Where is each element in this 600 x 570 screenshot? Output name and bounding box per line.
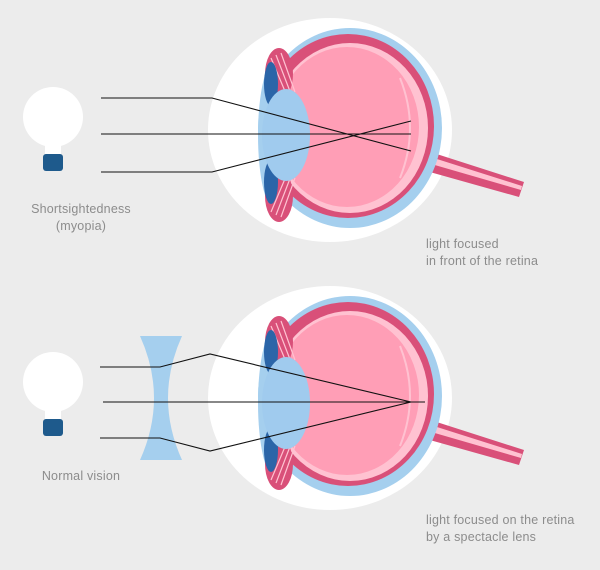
light-bulb-icon bbox=[23, 87, 83, 171]
corrected-caption: light focused on the retina by a spectac… bbox=[426, 513, 575, 544]
normal-vision-label: Normal vision bbox=[41, 469, 121, 483]
light-rays bbox=[101, 97, 412, 173]
corrected-panel bbox=[23, 285, 525, 511]
light-ray-bottom bbox=[100, 401, 412, 452]
light-ray-top bbox=[101, 97, 412, 152]
light-ray-bottom bbox=[101, 120, 412, 173]
myopia-panel bbox=[23, 17, 525, 243]
light-rays bbox=[100, 353, 425, 452]
eye-icon bbox=[207, 17, 525, 243]
myopia-condition-label: Shortsightedness (myopia) bbox=[31, 202, 131, 233]
light-ray-top bbox=[100, 353, 412, 403]
eye-icon bbox=[207, 285, 525, 511]
light-bulb-icon bbox=[23, 352, 83, 436]
myopia-caption: light focused in front of the retina bbox=[426, 237, 539, 268]
concave-lens-icon bbox=[140, 336, 182, 460]
